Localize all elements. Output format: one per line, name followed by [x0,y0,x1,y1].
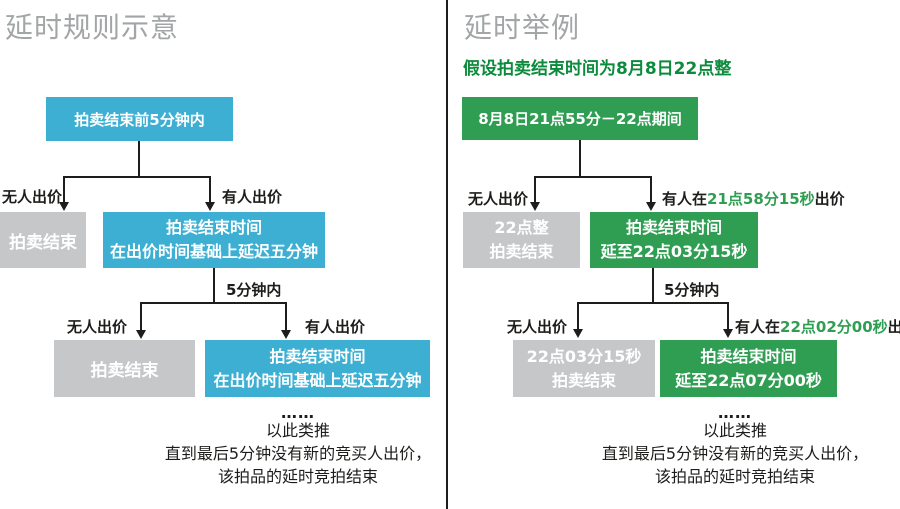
right-footer-line1: 以此类推 [702,421,767,440]
right-branch1-left-line [534,176,536,203]
right-row2-extend-line1: 拍卖结束时间 [625,218,722,237]
left-branch1-right-arrow-icon [205,202,215,211]
left-start-node: 拍卖结束前5分钟内 [46,97,233,141]
left-footer-line1: 以此类推 [265,421,330,440]
right-footer: …… 以此类推 直到最后5分钟没有新的竞买人出价， 该拍品的延时竞拍结束 [535,403,900,488]
left-connector2-line [213,268,215,303]
right-footer-line2: 直到最后5分钟没有新的竞买人出价， [601,444,869,463]
left-row3-no-bid-label: 无人出价 [67,318,128,336]
left-row3-bid-label: 有人出价 [305,318,366,336]
left-branch2-left-arrow-icon [136,330,146,339]
right-branch1-left-arrow-icon [530,202,540,211]
right-row2-extend-node: 拍卖结束时间 延至22点03分15秒 [590,212,758,268]
right-row2-bid-label: 有人在21点58分15秒出价 [662,188,845,209]
left-branch1-right-line [209,176,211,203]
right-within-5min-label: 5分钟内 [664,281,720,299]
right-row3-extend-line2: 延至22点07分00秒 [675,370,822,390]
right-row3-bid-label: 有人在22点02分00秒出价 [735,316,900,337]
right-branch1-right-line [650,176,652,203]
right-row2-end-line1: 22点整 [494,218,549,237]
right-row2-bid-time: 21点58分15秒 [707,190,815,208]
right-row3-bid-time: 22点02分00秒 [780,318,888,336]
left-row3-extend-line2: 在出价时间基础上延迟五分钟 [213,370,422,390]
left-row2-extend-node: 拍卖结束时间 在出价时间基础上延迟五分钟 [103,212,325,268]
left-connector-line [138,141,140,177]
left-footer-line2: 直到最后5分钟没有新的竞买人出价， [164,444,432,463]
left-branch1-left-arrow-icon [59,202,69,211]
left-branch2-line [140,302,287,304]
left-branch2-right-arrow-icon [281,330,291,339]
left-row2-bid-label: 有人出价 [222,188,283,206]
right-connector-line [579,140,581,177]
right-branch2-right-line [727,302,729,330]
left-branch2-left-line [140,302,142,331]
right-panel-subtitle: 假设拍卖结束时间为8月8日22点整 [463,59,732,79]
right-branch2-left-line [577,302,579,330]
left-row2-extend-line1: 拍卖结束时间 [165,218,262,237]
right-branch2-right-arrow-icon [723,329,733,338]
right-row3-no-bid-label: 无人出价 [507,318,568,336]
right-row2-extend-line2: 延至22点03分15秒 [600,242,748,261]
left-branch2-right-line [285,302,287,331]
right-row2-end-line2: 拍卖结束 [489,242,554,261]
right-row3-bid-prefix: 有人在 [735,318,781,336]
right-branch1-line [534,176,652,178]
left-row2-no-bid-label: 无人出价 [2,188,63,206]
left-within-5min-label: 5分钟内 [226,281,282,299]
right-branch2-line [577,302,729,304]
left-row3-extend-node: 拍卖结束时间 在出价时间基础上延迟五分钟 [205,340,430,397]
left-panel-title: 延时规则示意 [5,11,180,44]
right-row3-end-line1: 22点03分15秒 [526,346,642,366]
right-footer-dots: …… [718,403,752,422]
right-row3-end-line2: 拍卖结束 [551,370,616,390]
right-row3-end-node: 22点03分15秒 拍卖结束 [513,340,655,397]
right-row2-end-node: 22点整 拍卖结束 [463,212,580,268]
right-connector2-line [652,268,654,303]
left-branch1-left-line [63,176,65,203]
right-row3-extend-node: 拍卖结束时间 延至22点07分00秒 [660,340,837,397]
left-row2-extend-line2: 在出价时间基础上延迟五分钟 [109,242,318,261]
left-footer-dots: …… [281,403,315,422]
right-row2-bid-suffix: 出价 [814,190,845,208]
left-footer-line3: 该拍品的延时竞拍结束 [217,467,378,486]
left-row3-end-node: 拍卖结束 [54,340,195,397]
right-panel-title: 延时举例 [464,11,581,44]
right-row3-bid-suffix: 出价 [887,318,900,336]
right-start-node: 8月8日21点55分－22点期间 [462,97,698,140]
left-branch1-line [63,176,211,178]
right-footer-line3: 该拍品的延时竞拍结束 [654,467,815,486]
left-footer: …… 以此类推 直到最后5分钟没有新的竞买人出价， 该拍品的延时竞拍结束 [98,403,498,488]
right-row2-bid-prefix: 有人在 [662,190,708,208]
right-row3-extend-line1: 拍卖结束时间 [700,346,797,366]
right-row2-no-bid-label: 无人出价 [468,190,529,208]
right-branch2-left-arrow-icon [573,329,583,338]
left-row2-end-node: 拍卖结束 [0,212,86,268]
right-branch1-right-arrow-icon [646,202,656,211]
panel-divider [446,0,448,509]
left-row3-extend-line1: 拍卖结束时间 [269,346,366,366]
